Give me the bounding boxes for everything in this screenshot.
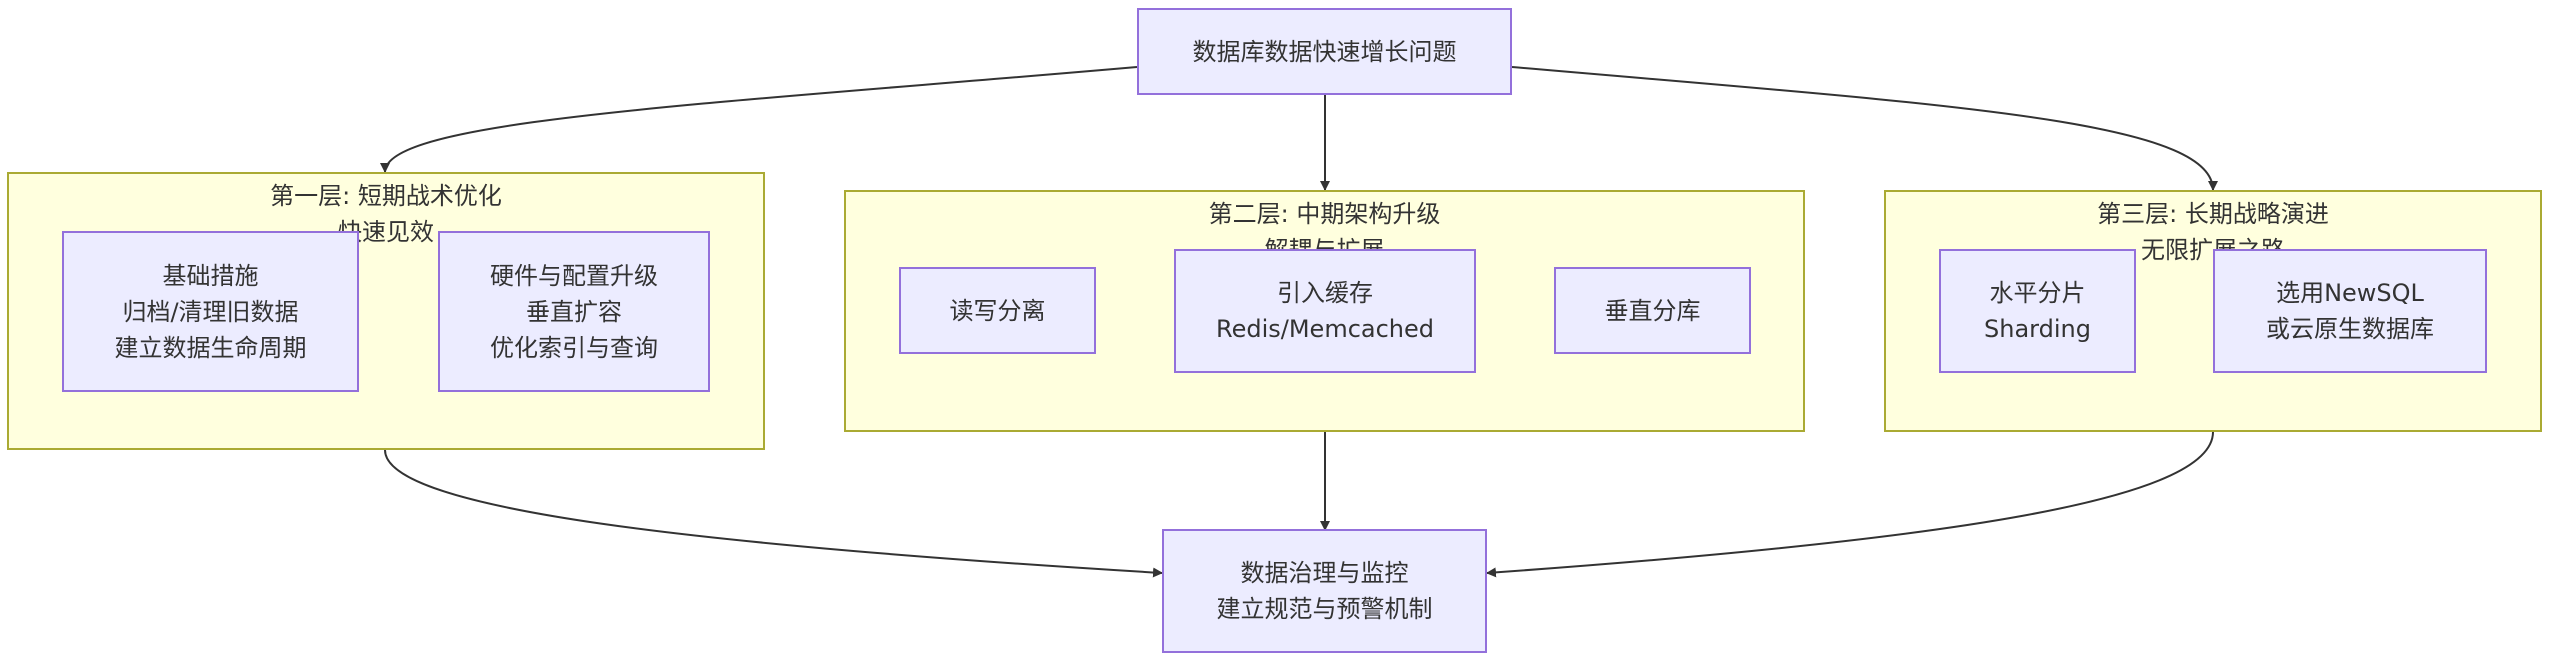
hardware-upgrade-line: 垂直扩容	[526, 297, 622, 326]
basic-measures-node: 基础措施 归档/清理旧数据 建立数据生命周期	[62, 231, 359, 392]
basic-measures-line: 基础措施	[162, 261, 259, 290]
sharding-line: 水平分片	[1989, 279, 2086, 307]
mid-term-group-title: 第二层: 中期架构升级	[1208, 200, 1441, 228]
vertical-split-node: 垂直分库	[1554, 267, 1751, 354]
vertical-split-label: 垂直分库	[1604, 296, 1701, 325]
edge-short-term-to-governance	[384, 449, 1163, 578]
edge-problem-to-short-term	[380, 66, 1138, 173]
hardware-upgrade-line: 硬件与配置升级	[490, 261, 658, 290]
sharding-line: Sharding	[1984, 315, 2091, 343]
edge-long-term-to-governance	[1486, 431, 2214, 578]
short-term-group-title: 第一层: 短期战术优化	[270, 182, 502, 210]
governance-line: 数据治理与监控	[1240, 559, 1409, 587]
problem-node-label: 数据库数据快速增长问题	[1192, 37, 1457, 66]
hardware-upgrade-node: 硬件与配置升级 垂直扩容 优化索引与查询	[438, 231, 710, 392]
read-write-split-label: 读写分离	[949, 296, 1046, 325]
hardware-upgrade-line: 优化索引与查询	[490, 333, 658, 362]
edge-problem-to-long-term	[1511, 66, 2218, 191]
newsql-line: 或云原生数据库	[2266, 315, 2434, 343]
newsql-node: 选用NewSQL 或云原生数据库	[2213, 249, 2487, 373]
cache-line: Redis/Memcached	[1215, 315, 1434, 343]
governance-line: 建立规范与预警机制	[1216, 595, 1433, 623]
cache-node: 引入缓存 Redis/Memcached	[1174, 249, 1476, 373]
sharding-node: 水平分片 Sharding	[1939, 249, 2136, 373]
basic-measures-line: 归档/清理旧数据	[122, 297, 299, 326]
read-write-split-node: 读写分离	[899, 267, 1096, 354]
newsql-line: 选用NewSQL	[2276, 279, 2424, 307]
cache-line: 引入缓存	[1277, 279, 1373, 307]
governance-node: 数据治理与监控 建立规范与预警机制	[1162, 529, 1487, 653]
long-term-group-title: 第三层: 长期战略演进	[2097, 200, 2329, 228]
basic-measures-line: 建立数据生命周期	[114, 333, 307, 362]
problem-node: 数据库数据快速增长问题	[1137, 8, 1512, 95]
